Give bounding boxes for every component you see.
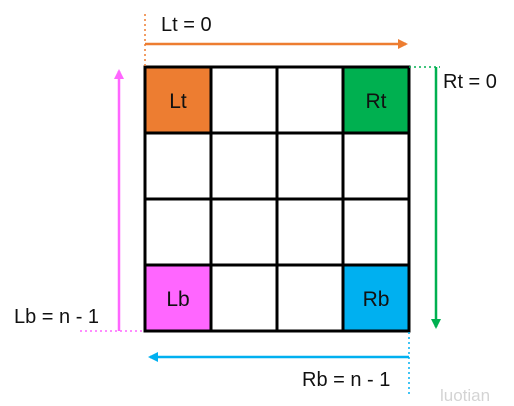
bottom-left-cell — [145, 265, 211, 331]
rt-annotation: Rt = 0 — [443, 71, 497, 93]
watermark-text: luotian — [440, 386, 490, 405]
bottom-left-cell-label: Lb — [166, 288, 189, 311]
top-right-cell — [343, 67, 409, 133]
lb-annotation: Lb = n - 1 — [14, 306, 99, 328]
bottom-right-cell-label: Rb — [363, 288, 390, 311]
lt-annotation: Lt = 0 — [161, 14, 212, 36]
top-right-cell-label: Rt — [366, 90, 387, 113]
top-left-cell — [145, 67, 211, 133]
rb-annotation: Rb = n - 1 — [302, 369, 390, 391]
bottom-right-cell — [343, 265, 409, 331]
top-left-cell-label: Lt — [169, 90, 187, 113]
matrix-grid — [143, 65, 411, 333]
